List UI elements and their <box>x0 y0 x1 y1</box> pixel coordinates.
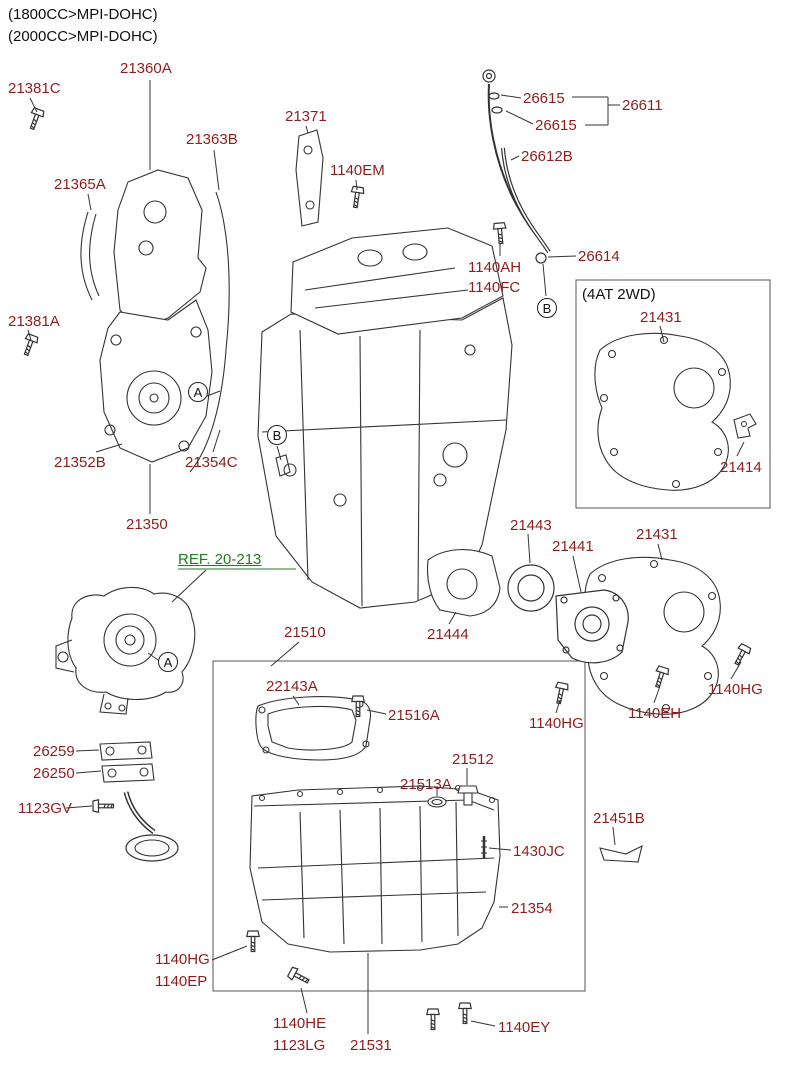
part-label-1140HE: 1140HE <box>273 1015 327 1032</box>
part-label-21513A: 21513A <box>400 776 452 793</box>
rear-seal-drawing <box>507 564 629 664</box>
part-label-21354C: 21354C <box>185 454 238 471</box>
part-label-26611: 26611 <box>622 97 663 114</box>
part-label-1123LG: 1123LG <box>273 1037 326 1054</box>
part-label-21510: 21510 <box>284 624 326 641</box>
engine-variant-note-2: (2000CC>MPI-DOHC) <box>8 28 158 45</box>
engine-block-drawing <box>257 227 513 617</box>
ref-link[interactable]: REF. 20-213 <box>178 551 262 568</box>
part-label-21431-mt: 21431 <box>636 526 678 543</box>
part-label-21444: 21444 <box>427 626 469 643</box>
part-label-26614: 26614 <box>578 248 620 265</box>
part-label-21381C: 21381C <box>8 80 61 97</box>
part-label-26612B: 26612B <box>521 148 573 165</box>
timing-cover-drawing <box>80 129 324 473</box>
part-label-21431-4at: 21431 <box>640 309 682 326</box>
part-label-21350: 21350 <box>126 516 168 533</box>
oil-pan-box <box>212 660 586 992</box>
transmission-variant-label: (4AT 2WD) <box>582 286 656 303</box>
part-label-21354: 21354 <box>511 900 553 917</box>
part-label-21443: 21443 <box>510 517 552 534</box>
part-label-26250: 26250 <box>33 765 75 782</box>
part-label-1140HG-right: 1140HG <box>708 681 763 698</box>
pan-gasket-drawing <box>255 696 372 761</box>
part-label-1140EM: 1140EM <box>330 162 385 179</box>
part-label-1140FC: 1140FC <box>468 279 521 296</box>
callout-b-engine-block: B <box>267 425 287 445</box>
part-label-1140EP: 1140EP <box>155 973 208 990</box>
part-label-1140EY: 1140EY <box>498 1019 551 1036</box>
part-label-21414: 21414 <box>720 459 762 476</box>
dipstick-drawing <box>482 69 551 264</box>
callout-b-dipstick-tube: B <box>537 298 557 318</box>
part-label-21363B: 21363B <box>186 131 238 148</box>
part-label-21512: 21512 <box>452 751 494 768</box>
part-label-22143A: 22143A <box>266 678 318 695</box>
oil-pump-drawing <box>55 586 196 783</box>
part-label-21360A: 21360A <box>120 60 172 77</box>
part-label-26259: 26259 <box>33 743 75 760</box>
part-label-21531: 21531 <box>350 1037 392 1054</box>
part-label-21371: 21371 <box>285 108 327 125</box>
part-label-26615-lower: 26615 <box>535 117 577 134</box>
part-label-21381A: 21381A <box>8 313 60 330</box>
callout-a-oil-pump: A <box>158 652 178 672</box>
part-label-21451B: 21451B <box>593 810 645 827</box>
part-label-21352B: 21352B <box>54 454 106 471</box>
part-label-1123GV: 1123GV <box>18 800 72 817</box>
oil-pan-drawing <box>249 784 643 953</box>
leader-lines <box>27 80 745 1034</box>
part-label-26615-upper: 26615 <box>523 90 565 107</box>
engine-variant-note-1: (1800CC>MPI-DOHC) <box>8 6 158 23</box>
oil-screen-drawing <box>123 791 179 862</box>
part-label-1430JC: 1430JC <box>513 843 565 860</box>
part-label-1140EH: 1140EH <box>628 705 682 722</box>
callout-a-timing-cover: A <box>188 382 208 402</box>
part-label-1140AH: 1140AH <box>468 259 522 276</box>
part-label-21516A: 21516A <box>388 707 440 724</box>
part-label-1140HG-mid: 1140HG <box>529 715 584 732</box>
end-plate-4at-drawing <box>594 332 757 491</box>
part-label-1140HG-bottom: 1140HG <box>155 951 210 968</box>
part-label-21365A: 21365A <box>54 176 106 193</box>
variant-box <box>575 279 771 509</box>
part-label-21441: 21441 <box>552 538 594 555</box>
